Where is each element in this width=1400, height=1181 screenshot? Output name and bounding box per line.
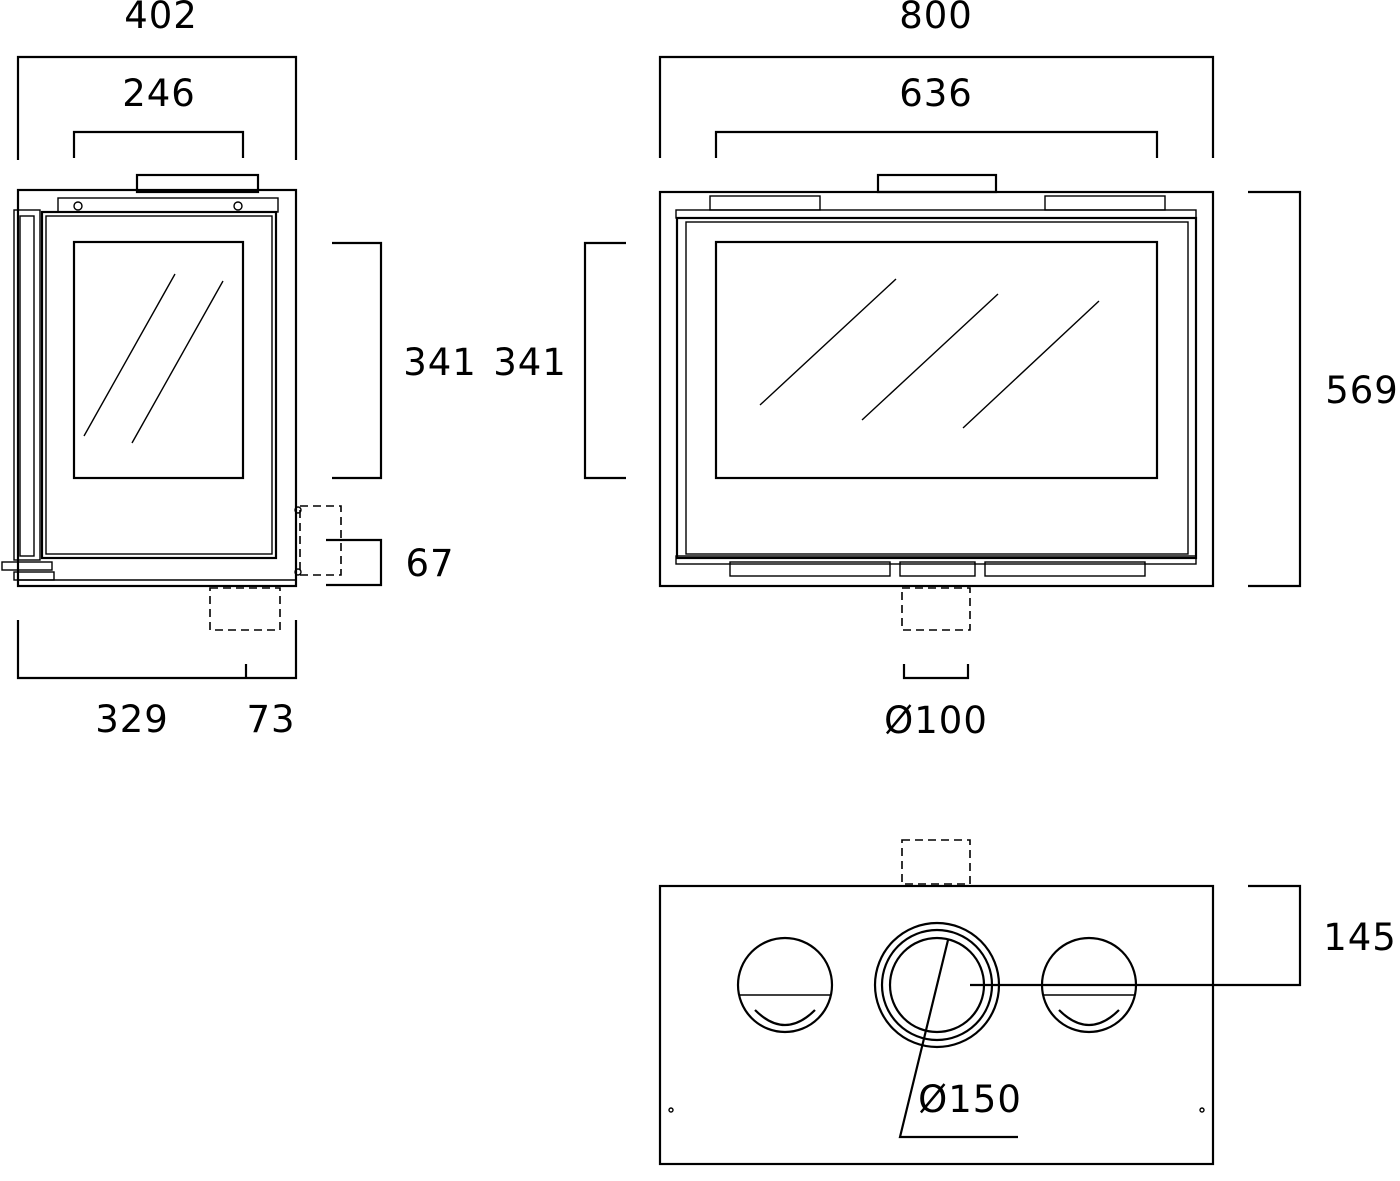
side-body-outline (16, 188, 298, 588)
side-top-rail (57, 197, 279, 213)
side-hinge-panel (13, 209, 41, 561)
front-flue-dashed (901, 587, 971, 631)
front-glass (714, 240, 1159, 480)
dim-top-outlet-diameter: Ø150 (918, 1078, 1022, 1121)
dim-front-glass-width: 636 (899, 72, 973, 115)
dim-side-width: 402 (124, 0, 198, 37)
dim-front-flue-diameter: Ø100 (884, 699, 988, 742)
front-door-frame (675, 216, 1198, 560)
dim-front-width: 800 (899, 0, 973, 37)
side-flue-dashed (299, 505, 342, 576)
dim-side-flue-offset: 67 (405, 542, 454, 585)
top-body-outline (658, 884, 1215, 1166)
front-top-rail (675, 209, 1197, 219)
side-glass (72, 240, 245, 480)
dim-side-depth-front: 329 (95, 698, 169, 741)
front-collar (876, 173, 998, 194)
dim-front-total-height: 569 (1325, 369, 1399, 412)
left-air-inlet (736, 936, 834, 1034)
side-view: 402 246 341 67 329 73 (1, 0, 477, 741)
front-body-outline (658, 190, 1215, 588)
side-collar (135, 173, 260, 194)
dim-side-depth-rear: 73 (246, 698, 295, 741)
dim-side-collar: 246 (122, 72, 196, 115)
top-flue-dashed (901, 839, 971, 885)
dim-side-glass-height: 341 (403, 341, 477, 384)
top-view: 145 Ø150 (658, 839, 1397, 1166)
side-bottom-flue-dashed (209, 587, 281, 631)
dim-front-glass-height: 341 (493, 341, 567, 384)
dim-top-depth: 145 (1323, 916, 1397, 959)
front-view: 800 636 341 569 Ø100 (493, 0, 1399, 742)
side-door-frame (40, 210, 278, 560)
